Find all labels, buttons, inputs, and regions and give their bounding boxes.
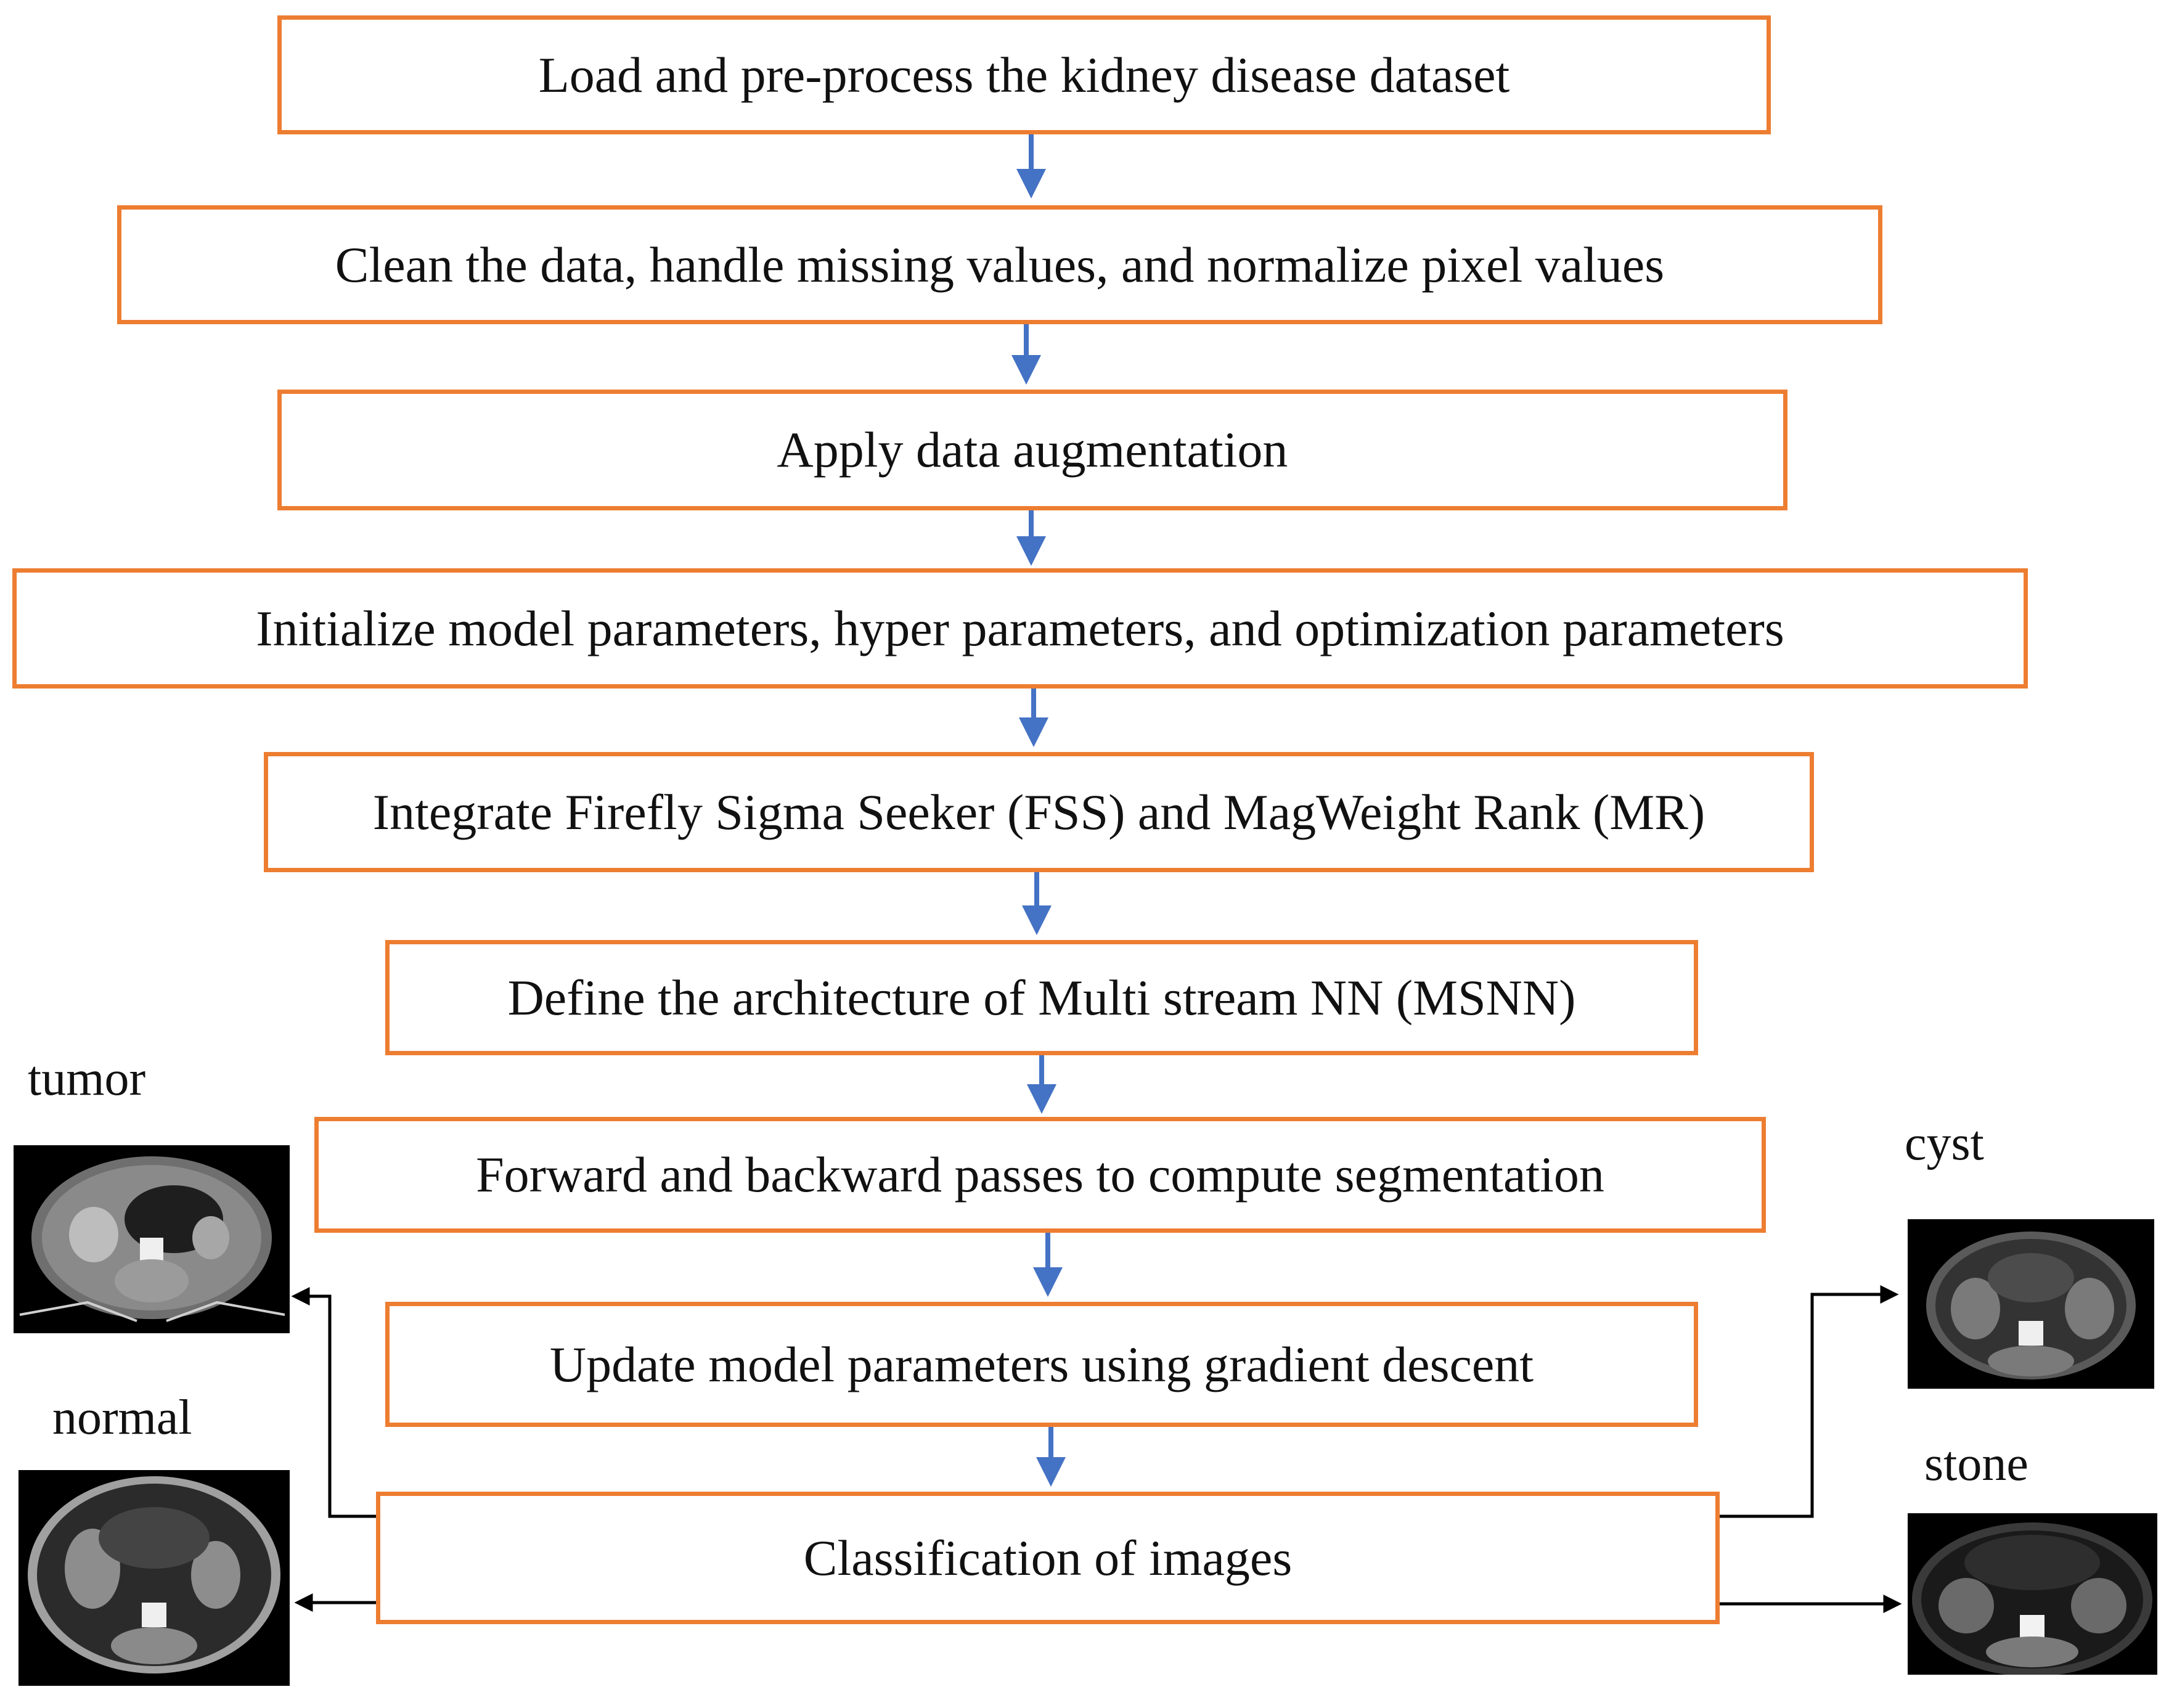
ct-scan-stone-graphic [1912,1522,2152,1675]
label-tumor: tumor [28,1052,146,1106]
label-normal: normal [52,1391,192,1445]
ct-scan-cyst-graphic [1926,1232,2136,1379]
step-define-msnn: Define the architecture of Multi stream … [385,940,1698,1055]
ct-scan-cyst-image [1908,1219,2154,1389]
step-integrate-fss-mr: Integrate Firefly Sigma Seeker (FSS) and… [264,752,1814,872]
step-load-dataset: Load and pre-process the kidney disease … [277,15,1771,134]
label-cyst: cyst [1905,1116,1984,1171]
ct-scan-tumor-graphic [19,1156,285,1322]
step-classification: Classification of images [376,1492,1720,1624]
output-arrow-cyst [1720,1285,1899,1518]
ct-scan-normal-image [18,1470,290,1686]
label-stone: stone [1924,1437,2028,1491]
ct-scan-normal-graphic [28,1476,280,1673]
ct-scan-stone-image [1908,1513,2157,1675]
output-arrow-tumor [291,1287,376,1518]
step-augmentation: Apply data augmentation [277,390,1787,510]
step-update-parameters: Update model parameters using gradient d… [385,1302,1698,1427]
step-clean-data: Clean the data, handle missing values, a… [117,205,1882,324]
step-forward-backward: Forward and backward passes to compute s… [314,1117,1766,1233]
ct-scan-tumor-image [14,1145,290,1333]
step-initialize-parameters: Initialize model parameters, hyper param… [12,568,2028,689]
